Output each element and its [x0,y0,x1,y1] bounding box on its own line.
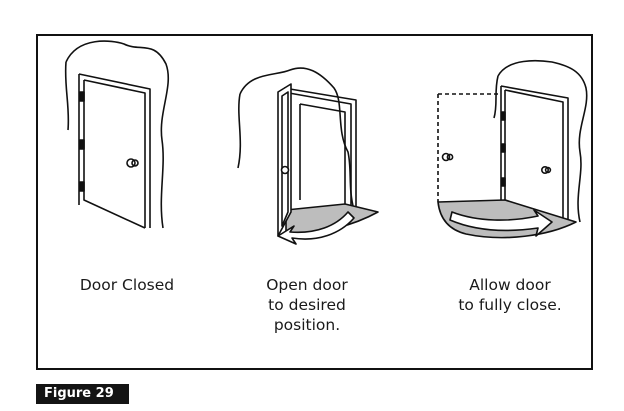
caption-line: Allow door [469,276,551,294]
caption-open-door: Open door to desired position. [222,275,392,335]
figure-label: Figure 29 [36,384,129,404]
caption-allow-close: Allow door to fully close. [425,275,595,315]
caption-line: to desired [268,296,346,314]
door-closing-illustration [437,59,588,239]
caption-line: Door Closed [79,276,175,294]
caption-line: Open door [266,276,348,294]
caption-line: to fully close. [458,296,562,314]
door-opening-illustration [237,67,379,245]
caption-door-closed: Door Closed [52,275,202,295]
caption-line: position. [273,316,341,334]
door-closed-illustration [64,40,170,229]
